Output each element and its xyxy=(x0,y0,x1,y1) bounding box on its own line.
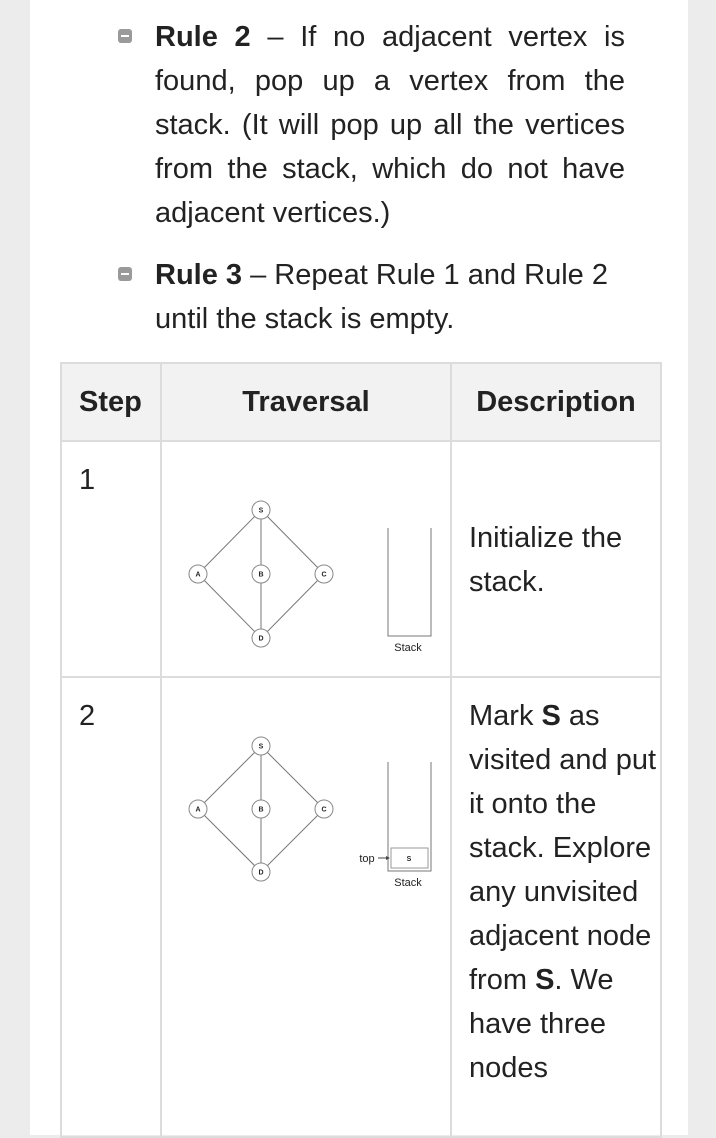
node-a xyxy=(188,799,208,819)
header-traversal: Traversal xyxy=(160,362,452,442)
rule-3: Rule 3 – Repeat Rule 1 and Rule 2 until … xyxy=(118,253,625,341)
node-c xyxy=(314,799,334,819)
node-label: B xyxy=(258,807,263,814)
header-step: Step xyxy=(60,362,162,442)
bullet-icon xyxy=(118,267,132,281)
step-number: 1 xyxy=(79,464,96,496)
node-s xyxy=(251,500,271,520)
description-part: as visited and put it onto the stack. Ex… xyxy=(469,700,657,996)
traversal-cell: S A B C D Stack xyxy=(160,440,452,678)
header-description: Description xyxy=(450,362,662,442)
stack-label: Stack xyxy=(394,877,422,889)
description-emphasis: S xyxy=(535,964,555,996)
table-header-row: Step Traversal Description xyxy=(60,362,662,442)
node-label: D xyxy=(258,636,263,643)
bullet-icon xyxy=(118,29,132,43)
rule-3-title: Rule 3 xyxy=(155,259,243,291)
stack-item-box xyxy=(390,847,429,869)
description-text: Mark S as visited and put it onto the st… xyxy=(452,678,660,1090)
node-c xyxy=(314,564,334,584)
rule-2-title: Rule 2 xyxy=(155,21,251,53)
description-cell: Initialize the stack. xyxy=(450,440,662,678)
traversal-cell: S A B C D S top Stack xyxy=(160,676,452,1138)
node-label: A xyxy=(195,572,200,579)
rule-2: Rule 2 – If no adjacent vertex is found,… xyxy=(118,15,625,235)
table-row: 2 S A xyxy=(60,676,662,1138)
node-a xyxy=(188,564,208,584)
stack-container xyxy=(387,528,432,637)
stack-label: Stack xyxy=(394,642,422,654)
description-text: Initialize the stack. xyxy=(469,522,623,598)
rule-3-text: – Repeat Rule 1 and Rule 2 until the sta… xyxy=(155,259,609,335)
description-part: Mark xyxy=(469,700,542,732)
step-number: 2 xyxy=(79,700,96,732)
description-emphasis: S xyxy=(541,700,561,732)
node-label: A xyxy=(195,807,200,814)
traversal-table: Step Traversal Description 1 xyxy=(60,362,662,1138)
step-cell: 1 xyxy=(60,440,162,678)
node-b xyxy=(251,564,271,584)
node-label: B xyxy=(258,572,263,579)
node-d xyxy=(251,628,271,648)
table-row: 1 S A xyxy=(60,440,662,678)
node-label: S xyxy=(259,744,264,751)
stack-item: S xyxy=(407,856,412,863)
step-cell: 2 xyxy=(60,676,162,1138)
node-label: C xyxy=(321,572,326,579)
node-label: S xyxy=(259,508,264,515)
graph-diagram: S A B C D Stack xyxy=(188,500,432,654)
node-s xyxy=(251,736,271,756)
rule-2-text: – If no adjacent vertex is found, pop up… xyxy=(155,21,625,229)
stack-container xyxy=(387,762,432,872)
node-b xyxy=(251,799,271,819)
description-part: . We have three nodes xyxy=(469,964,614,1084)
graph-diagram: S A B C D S top Stack xyxy=(188,736,432,889)
node-label: C xyxy=(321,807,326,814)
description-cell: Mark S as visited and put it onto the st… xyxy=(450,676,662,1138)
top-arrow-icon xyxy=(378,856,390,860)
node-d xyxy=(251,862,271,882)
top-label: top xyxy=(359,853,374,865)
node-label: D xyxy=(258,870,263,877)
